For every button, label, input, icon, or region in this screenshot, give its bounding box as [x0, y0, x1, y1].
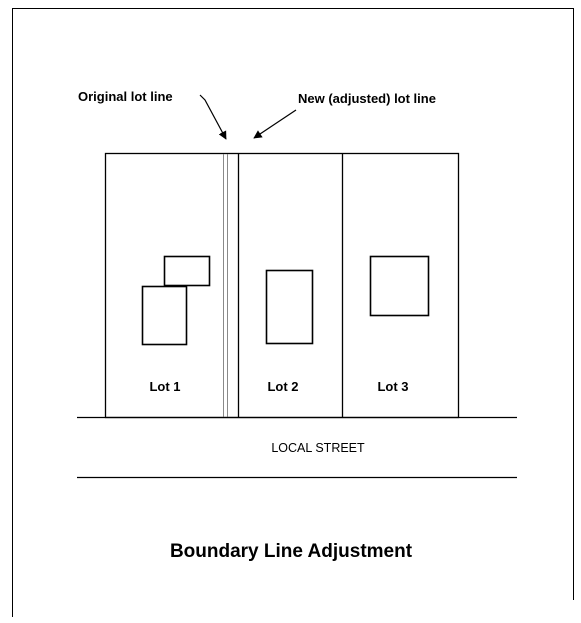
lot-1-building-large: [141, 285, 188, 346]
lot-3-building: [369, 255, 430, 317]
street-label: LOCAL STREET: [271, 441, 365, 455]
diagram-border: [12, 8, 574, 617]
diagram-title: Boundary Line Adjustment: [170, 541, 413, 562]
new-lot-line-arrow: [253, 109, 297, 139]
lot-1-building-small: [163, 255, 211, 287]
lot-2-building: [265, 269, 314, 345]
new-lot-line-label: New (adjusted) lot line: [298, 91, 436, 106]
original-lot-line-arrow: [199, 94, 227, 140]
original-lot-line-label: Original lot line: [78, 89, 173, 104]
original-lot-line: [223, 154, 228, 417]
lot-2-label: Lot 2: [267, 379, 298, 394]
lot-1-label: Lot 1: [149, 379, 180, 394]
lot-3-label: Lot 3: [377, 379, 408, 394]
